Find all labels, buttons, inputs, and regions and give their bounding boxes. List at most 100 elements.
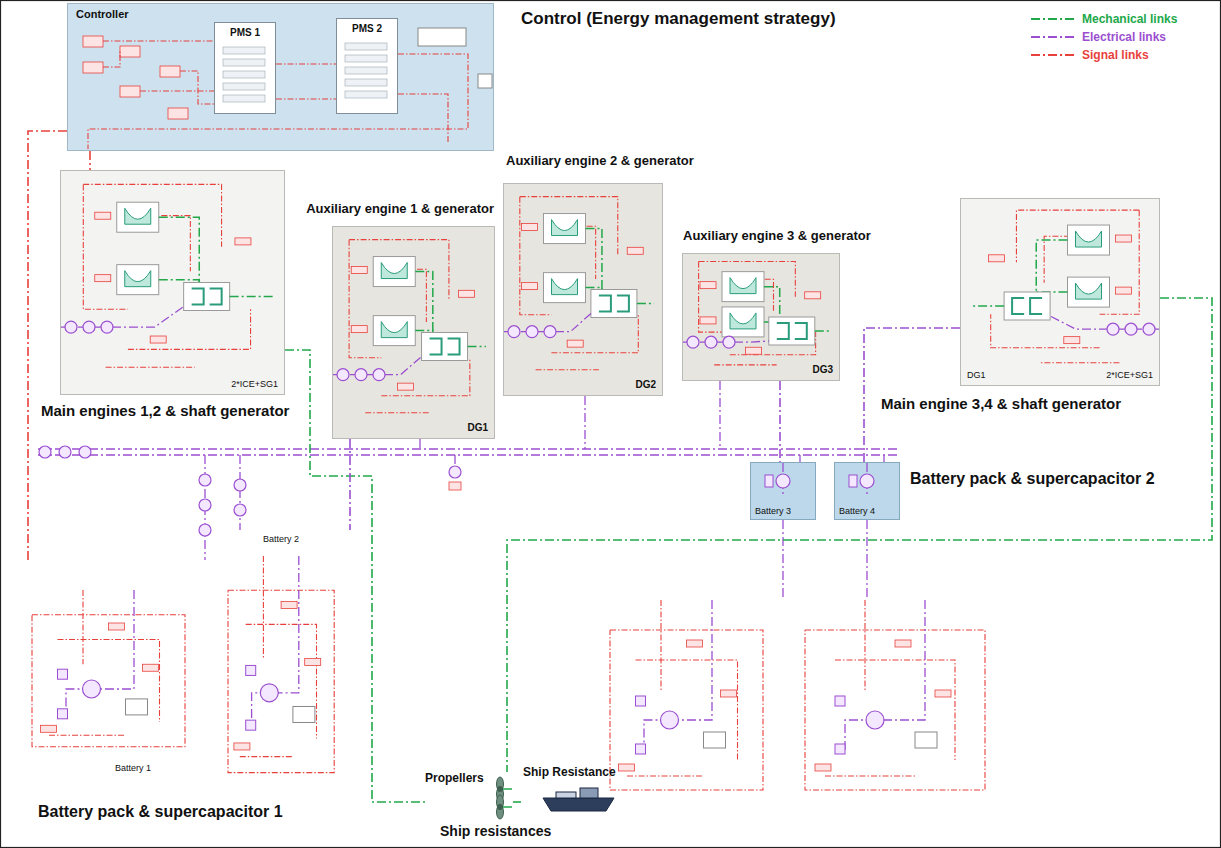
signal-wire — [83, 184, 221, 246]
engine-group-box: 2*ICE+SG1Main engines 1,2 & shaft genera… — [60, 170, 285, 395]
signal-tag — [745, 347, 761, 354]
engine-block — [544, 214, 586, 244]
logic-block — [120, 46, 140, 57]
signal-tag — [567, 340, 583, 347]
port-row — [223, 71, 265, 78]
electric-element — [355, 369, 367, 381]
illustration — [333, 227, 494, 438]
pms-block: PMS 1 — [214, 22, 276, 114]
signal-wire — [610, 630, 763, 790]
cell-block — [636, 744, 646, 754]
electric-element — [860, 474, 874, 488]
node-text: Battery 3 — [755, 506, 791, 516]
node-text: Main engine 3,4 & shaft generator — [881, 395, 1121, 412]
electric-element — [1143, 323, 1155, 335]
engine-schematic — [333, 240, 486, 413]
signal-tag — [459, 290, 475, 297]
electric-element — [661, 711, 679, 729]
battery-circuit — [805, 600, 985, 790]
legend-line — [1031, 18, 1075, 20]
signal-wire — [32, 615, 185, 747]
signal-wire — [1040, 362, 1119, 363]
node-text: Propellers — [425, 772, 484, 786]
propeller-hub — [497, 786, 503, 792]
signal-tag — [522, 224, 538, 231]
battery-region: Battery 2 — [218, 530, 355, 795]
signal-wire — [714, 364, 776, 365]
power-wire — [419, 439, 420, 449]
battery-circuit — [610, 600, 763, 790]
signal-wire — [1044, 236, 1070, 283]
power-wire — [883, 455, 884, 462]
node-text: Main engines 1,2 & shaft generator — [41, 402, 289, 419]
shaft-link — [971, 305, 1004, 307]
connector — [779, 381, 781, 462]
power-wire — [799, 455, 800, 462]
engine-icon — [125, 208, 151, 224]
propeller-blade — [497, 777, 504, 791]
signal-tag — [150, 336, 166, 343]
node-text: Auxiliary engine 3 & generator — [683, 229, 871, 244]
shaft-link — [586, 229, 602, 290]
illustration — [961, 199, 1159, 385]
power-wire — [38, 454, 900, 455]
port-row — [223, 95, 265, 102]
electric-element — [373, 369, 385, 381]
electric-element — [337, 369, 349, 381]
signal-tag — [1116, 287, 1132, 294]
shaft-link — [230, 296, 273, 298]
electric-element — [449, 466, 461, 478]
signal-wire — [58, 640, 160, 723]
battery-region: Battery 1 — [20, 560, 215, 795]
connector — [513, 801, 521, 803]
power-wire — [239, 455, 240, 530]
engine-block — [1068, 225, 1110, 255]
signal-tag — [305, 659, 321, 666]
logic-block — [168, 108, 188, 119]
electric-element — [234, 479, 246, 491]
power-wire — [670, 600, 713, 720]
node-text: Battery 1 — [115, 763, 151, 773]
electric-element — [65, 321, 77, 333]
signal-wire — [106, 367, 195, 368]
signal-tag — [281, 602, 297, 609]
gearbox — [184, 283, 230, 311]
gearbox — [591, 290, 637, 318]
shaft-link — [159, 217, 200, 282]
signal-wire — [835, 660, 955, 760]
electric-element — [1125, 323, 1137, 335]
signal-tag — [143, 664, 159, 671]
engine-schematic — [683, 262, 831, 365]
cell-block — [636, 696, 646, 706]
electric-element — [260, 684, 278, 702]
engine-icon — [730, 278, 756, 294]
engine-icon — [552, 279, 578, 295]
ship-node: Ship Resistance — [521, 766, 621, 814]
port-row — [223, 47, 265, 54]
engine-block — [722, 272, 764, 302]
engine-icon — [1076, 283, 1102, 299]
battery-circuit — [228, 556, 334, 773]
gear-icon — [777, 323, 807, 339]
shaft-link — [503, 806, 513, 808]
legend-item: Electrical links — [1030, 30, 1166, 44]
group-label: Battery pack & supercapacitor 1 — [38, 803, 283, 821]
power-wire — [269, 556, 299, 693]
cell-block — [835, 744, 845, 754]
ship-icon — [543, 788, 614, 811]
pms-block: PMS 2 — [336, 18, 398, 114]
legend-text: Mechanical links — [1082, 12, 1177, 26]
engine-block — [544, 273, 586, 303]
converter-block — [765, 475, 773, 487]
signal-wire — [805, 630, 985, 790]
bms-block — [293, 706, 315, 722]
engine-schematic — [971, 210, 1159, 363]
node-text: 2*ICE+SG1 — [231, 379, 278, 389]
legend-line-sample — [1030, 50, 1076, 60]
signal-tag — [627, 247, 643, 254]
port-row — [345, 43, 387, 50]
engine-group-box: Auxiliary engine 3 & generatorDG3 — [682, 253, 840, 381]
signal-tag — [1116, 235, 1132, 242]
monitor-block — [478, 74, 492, 88]
signal-wire — [82, 590, 83, 664]
